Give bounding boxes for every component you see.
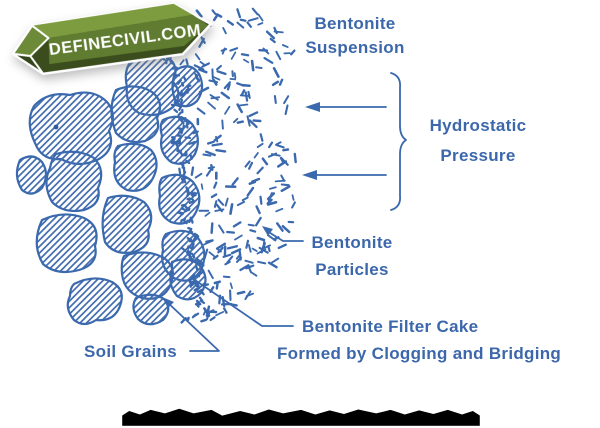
label-hydrostatic-line2: Pressure bbox=[440, 146, 516, 165]
label-hydrostatic-line1: Hydrostatic bbox=[429, 116, 527, 135]
label-bentonite-particles: Bentonite Particles bbox=[296, 229, 408, 283]
particles-leader-line bbox=[266, 230, 304, 242]
hydrostatic-arrowhead-bottom bbox=[302, 170, 317, 180]
particles-leader-arrowhead bbox=[262, 226, 273, 236]
label-bentonite-particles-line1: Bentonite bbox=[311, 233, 393, 252]
label-filter-cake-line1: Bentonite Filter Cake bbox=[302, 317, 479, 336]
redacted-caption bbox=[122, 408, 480, 426]
hydrostatic-arrowhead-top bbox=[305, 102, 320, 112]
label-bentonite-suspension-line2: Suspension bbox=[305, 38, 405, 57]
label-bentonite-suspension-line1: Bentonite bbox=[314, 14, 396, 33]
label-soil-grains: Soil Grains bbox=[84, 342, 178, 361]
hydrostatic-brace bbox=[390, 72, 407, 211]
soil-grains-leader-arrowhead bbox=[162, 297, 174, 308]
soil-grains-leader-line bbox=[165, 300, 220, 352]
label-filter-cake-line2: Formed by Clogging and Bridging bbox=[277, 344, 562, 363]
grain-dot bbox=[53, 124, 59, 130]
annotations bbox=[162, 72, 407, 352]
filter-cake-leader-line bbox=[191, 277, 294, 327]
badge-graphic: DEFINECIVIL.COM bbox=[11, 2, 213, 76]
label-hydrostatic-pressure: Hydrostatic Pressure bbox=[410, 111, 546, 171]
watermark-badge: DEFINECIVIL.COM bbox=[6, 0, 218, 82]
label-bentonite-particles-line2: Particles bbox=[315, 260, 389, 279]
label-bentonite-suspension: Bentonite Suspension bbox=[288, 12, 422, 60]
